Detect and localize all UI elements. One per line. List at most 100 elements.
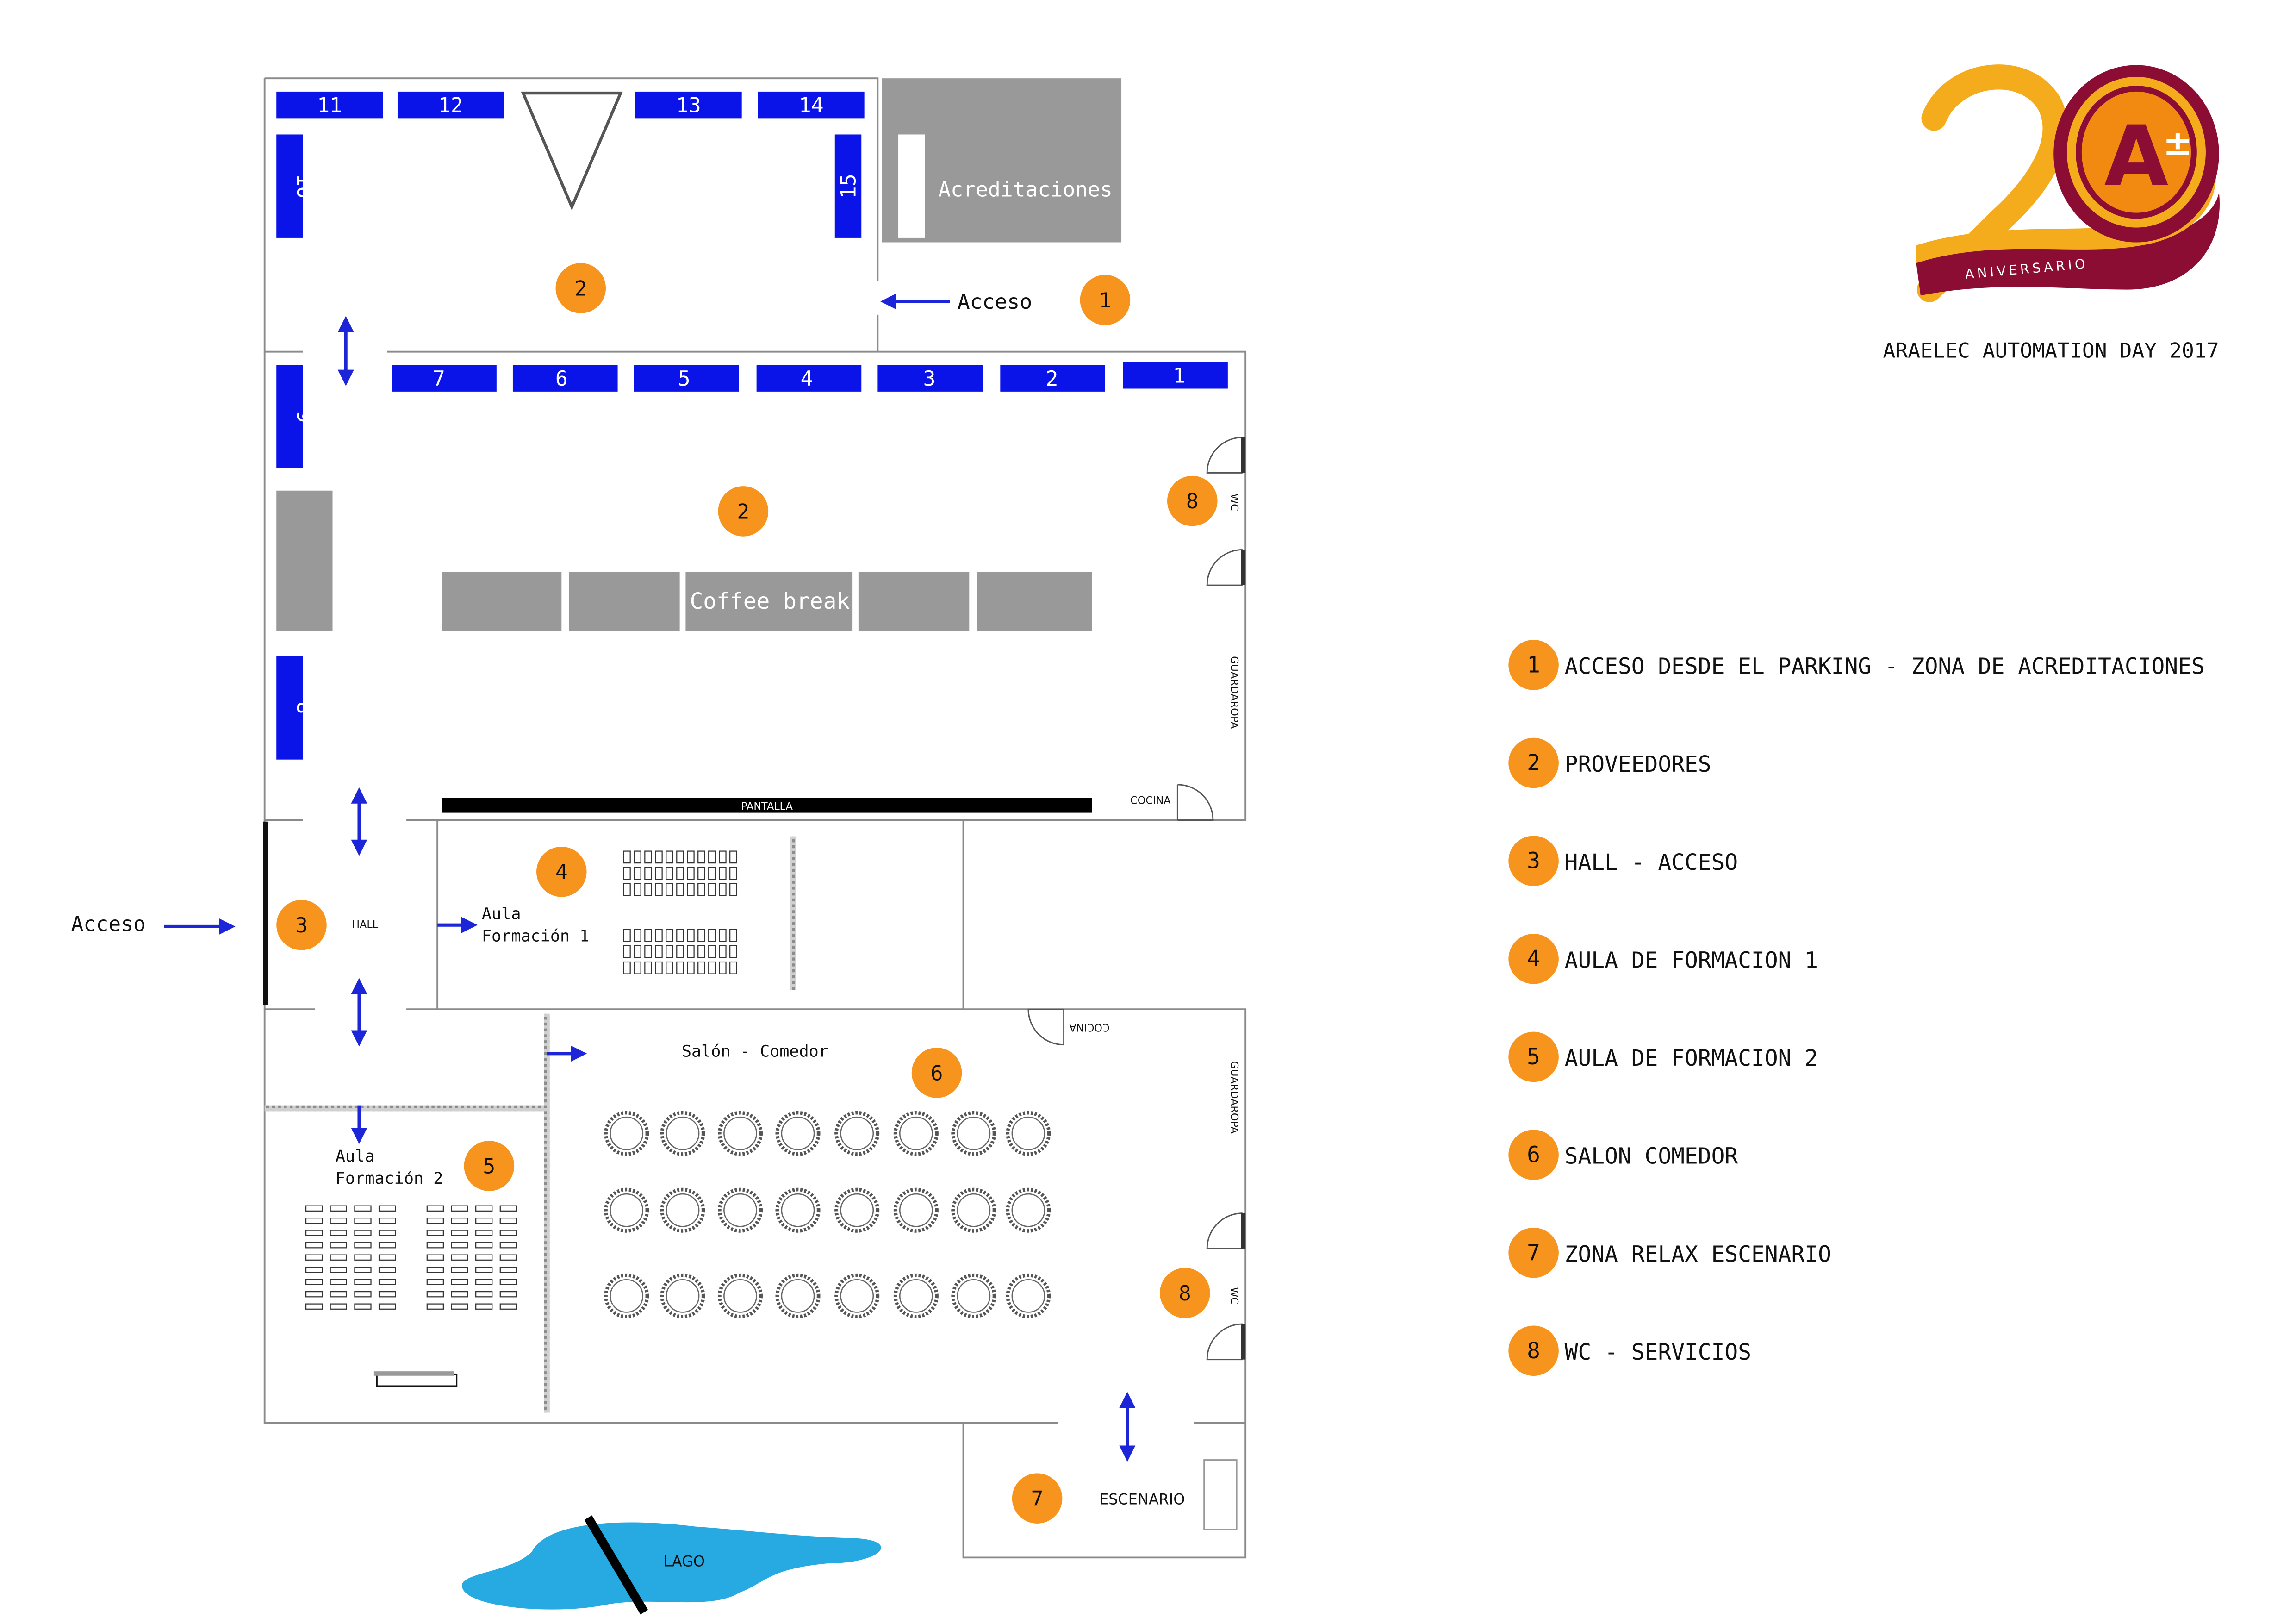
chair	[666, 883, 673, 896]
logo-signs: ±	[2163, 123, 2192, 164]
aula2-partition	[264, 1105, 546, 1112]
round-table	[781, 1279, 815, 1313]
chair	[378, 1254, 396, 1261]
stand-11	[276, 91, 383, 119]
stand-1-label: 1	[1173, 364, 1185, 388]
round-table-chairs	[660, 1187, 705, 1233]
chair	[634, 961, 641, 974]
chair	[634, 929, 641, 942]
chair	[426, 1218, 444, 1224]
chair	[354, 1267, 372, 1273]
marker-4-label: 4	[555, 860, 568, 884]
chair	[655, 929, 663, 942]
chair	[634, 883, 641, 896]
marker-3: 3	[276, 899, 327, 950]
lago-path	[584, 1515, 648, 1615]
round-table-chairs	[717, 1273, 763, 1318]
event-title: ARAELEC AUTOMATION DAY 2017	[1883, 338, 2219, 362]
stand-7	[392, 365, 497, 392]
chair	[634, 850, 641, 864]
chair	[330, 1267, 347, 1273]
round-table	[666, 1279, 700, 1313]
chair	[623, 929, 631, 942]
acreditaciones-label: Acreditaciones	[938, 178, 1113, 202]
round-table	[840, 1279, 874, 1313]
stand-5	[634, 365, 739, 392]
legend-number: 6	[1527, 1143, 1540, 1168]
stand-3-label: 3	[923, 367, 936, 391]
chair	[719, 867, 727, 880]
round-table-chairs	[717, 1111, 763, 1156]
chair	[623, 961, 631, 974]
chair	[426, 1267, 444, 1273]
legend-number: 4	[1527, 946, 1540, 972]
stand-12	[397, 91, 504, 119]
round-table-chairs	[775, 1187, 821, 1233]
hall-label: HALL	[352, 919, 379, 931]
chair	[354, 1279, 372, 1285]
chair	[729, 850, 737, 864]
stand-14	[758, 91, 865, 119]
aniversario-logo: A ± ANIVERSARIO	[1916, 64, 2220, 302]
chair	[451, 1242, 468, 1249]
round-table	[781, 1193, 815, 1227]
chair	[708, 961, 716, 974]
round-table-chairs	[775, 1111, 821, 1156]
stand-3	[877, 365, 983, 392]
round-table	[610, 1193, 644, 1227]
wall-hall	[263, 819, 964, 1011]
chair	[666, 929, 673, 942]
chair	[305, 1218, 323, 1224]
chair	[634, 945, 641, 958]
coffee-tables	[442, 572, 1092, 631]
chair	[729, 867, 737, 880]
legend-text: PROVEEDORES	[1565, 752, 1711, 777]
chair	[330, 1230, 347, 1236]
guardaropa-label-2: GUARDAROPA	[1228, 1061, 1240, 1134]
chair	[426, 1230, 444, 1236]
stand-9-label: 9	[292, 411, 316, 423]
stand-7-label: 7	[433, 367, 445, 391]
chair	[378, 1230, 396, 1236]
chair	[475, 1254, 493, 1261]
legend-text: AULA DE FORMACION 1	[1565, 948, 1818, 973]
chair	[655, 867, 663, 880]
round-table	[899, 1116, 933, 1150]
round-table	[899, 1279, 933, 1313]
door-wc-2	[1206, 549, 1244, 586]
chair	[426, 1254, 444, 1261]
stand-labels-main: 7 6 5 4 3 2 1 9 8	[292, 364, 1185, 714]
chair	[305, 1291, 323, 1298]
chair	[644, 929, 652, 942]
aula2-lectern-shadow	[373, 1371, 454, 1376]
chair	[354, 1254, 372, 1261]
marker-1-label: 1	[1099, 288, 1111, 312]
chair	[697, 961, 705, 974]
marker-8a: 8	[1167, 475, 1218, 526]
chair	[644, 867, 652, 880]
logo-two	[1916, 64, 2068, 302]
marker-7: 7	[1012, 1473, 1063, 1524]
salon-tables	[604, 1111, 1051, 1318]
chair	[676, 945, 684, 958]
chair	[305, 1303, 323, 1310]
round-table-chairs	[893, 1187, 939, 1233]
stand-labels-top: 11 12 13 14 10 15	[292, 94, 861, 199]
acceso-left-label: Acceso	[71, 912, 146, 936]
chair	[676, 929, 684, 942]
chair	[330, 1303, 347, 1310]
chair	[697, 867, 705, 880]
stands-top	[276, 91, 865, 238]
legend-text: HALL - ACCESO	[1565, 850, 1738, 875]
chair	[475, 1242, 493, 1249]
marker-5: 5	[464, 1141, 515, 1191]
stands-main	[276, 362, 1228, 760]
marker-8b: 8	[1160, 1268, 1210, 1318]
chair	[354, 1303, 372, 1310]
legend-number: 5	[1527, 1044, 1540, 1070]
chair	[378, 1205, 396, 1212]
round-table	[610, 1116, 644, 1150]
